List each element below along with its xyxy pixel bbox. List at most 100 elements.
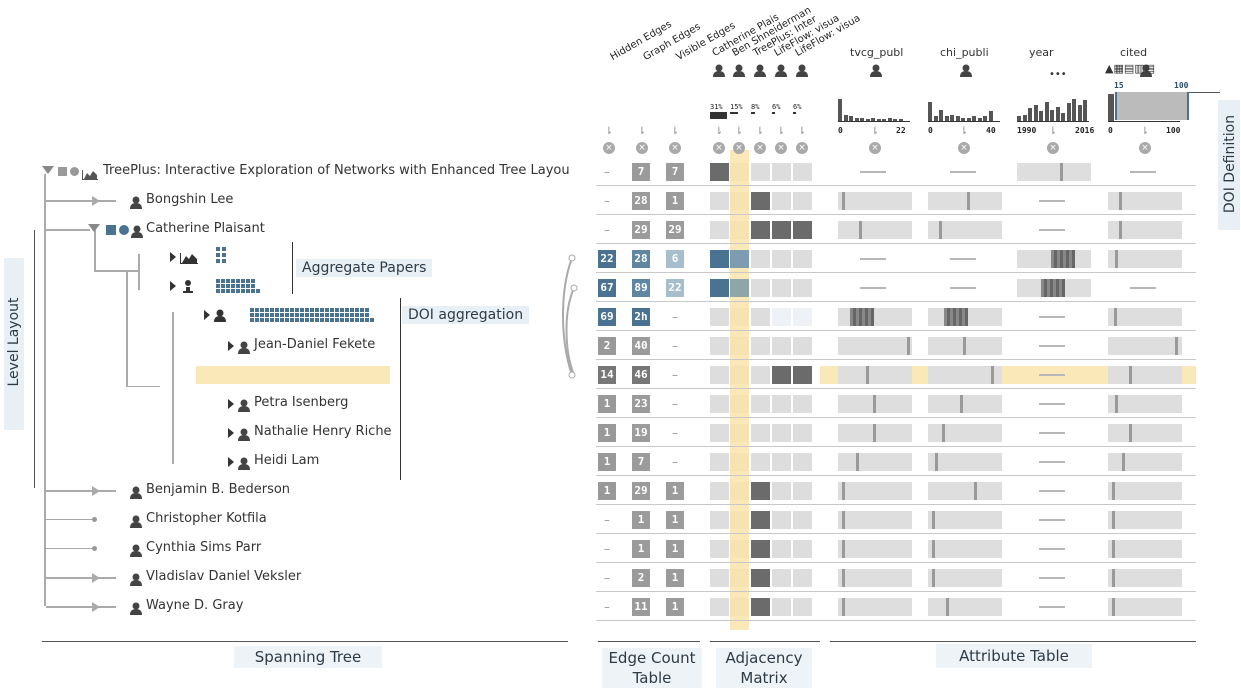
sort-icon[interactable]: ⇂ (1140, 126, 1150, 137)
matrix-cell[interactable] (772, 279, 791, 297)
matrix-cell[interactable] (772, 337, 791, 355)
matrix-cell[interactable] (793, 482, 812, 500)
tree-row[interactable]: Catherine Plaisant (0, 221, 560, 239)
attr-cell[interactable] (1108, 366, 1182, 384)
matrix-cell[interactable] (772, 598, 791, 616)
attr-cell[interactable] (1108, 395, 1182, 413)
sort-icon[interactable]: ⇂ (714, 126, 724, 137)
attr-cell[interactable] (838, 221, 912, 239)
attr-cell[interactable] (1108, 540, 1182, 558)
matrix-cell[interactable] (751, 163, 770, 181)
sort-icon[interactable]: ⇂ (776, 126, 786, 137)
remove-column-icon[interactable]: × (1139, 142, 1151, 154)
sort-icon[interactable]: ⇂ (604, 126, 614, 137)
matrix-cell[interactable] (772, 540, 791, 558)
sort-icon[interactable]: ⇂ (797, 126, 807, 137)
matrix-cell[interactable] (772, 308, 791, 326)
attr-cell[interactable] (838, 511, 912, 529)
matrix-cell[interactable] (793, 598, 812, 616)
remove-column-icon[interactable]: × (733, 142, 745, 154)
matrix-cell[interactable] (710, 337, 729, 355)
matrix-cell[interactable] (730, 192, 749, 210)
matrix-cell[interactable] (730, 279, 749, 297)
matrix-cell[interactable] (751, 337, 770, 355)
header-attr[interactable]: tvcg_publ (850, 46, 904, 59)
matrix-cell[interactable] (751, 540, 770, 558)
matrix-cell[interactable] (730, 163, 749, 181)
matrix-cell[interactable] (751, 453, 770, 471)
matrix-cell[interactable] (751, 192, 770, 210)
expand-triangle-icon[interactable] (170, 281, 176, 291)
matrix-cell[interactable] (710, 221, 729, 239)
tree-row[interactable]: Wayne D. Gray (0, 598, 560, 616)
remove-column-icon[interactable]: × (775, 142, 787, 154)
attr-cell[interactable] (928, 395, 1002, 413)
matrix-cell[interactable] (793, 453, 812, 471)
expand-triangle-icon[interactable] (170, 252, 176, 262)
matrix-cell[interactable] (793, 192, 812, 210)
tree-row[interactable]: Jean-Daniel Fekete (0, 337, 560, 355)
tree-row[interactable]: Nathalie Henry Riche (0, 424, 560, 442)
expand-triangle-icon[interactable] (228, 457, 234, 467)
attr-cell[interactable] (838, 337, 912, 355)
matrix-cell[interactable] (793, 250, 812, 268)
attr-cell[interactable] (1108, 308, 1182, 326)
sort-icon[interactable]: ⇂ (670, 126, 680, 137)
sort-icon[interactable]: ⇂ (870, 126, 880, 137)
expand-arrow-icon[interactable] (92, 602, 100, 612)
matrix-cell[interactable] (772, 511, 791, 529)
matrix-cell[interactable] (751, 308, 770, 326)
matrix-cell[interactable] (710, 279, 729, 297)
matrix-cell[interactable] (710, 598, 729, 616)
cited-doi-range[interactable] (1115, 92, 1189, 120)
matrix-cell[interactable] (730, 540, 749, 558)
attr-cell[interactable] (1108, 337, 1182, 355)
remove-column-icon[interactable]: × (869, 142, 881, 154)
matrix-cell[interactable] (710, 424, 729, 442)
expand-arrow-icon[interactable] (92, 573, 100, 583)
matrix-cell[interactable] (710, 569, 729, 587)
remove-column-icon[interactable]: × (713, 142, 725, 154)
matrix-cell[interactable] (710, 453, 729, 471)
attr-cell[interactable] (928, 366, 1002, 384)
matrix-cell[interactable] (772, 366, 791, 384)
matrix-cell[interactable] (793, 511, 812, 529)
matrix-cell[interactable] (793, 221, 812, 239)
matrix-cell[interactable] (730, 366, 749, 384)
tree-row[interactable]: Heidi Lam (0, 453, 560, 471)
matrix-cell[interactable] (730, 453, 749, 471)
attr-cell[interactable] (1017, 163, 1091, 181)
remove-column-icon[interactable]: × (636, 142, 648, 154)
attr-cell[interactable] (1108, 511, 1182, 529)
matrix-cell[interactable] (751, 598, 770, 616)
remove-column-icon[interactable]: × (796, 142, 808, 154)
remove-column-icon[interactable]: × (958, 142, 970, 154)
matrix-cell[interactable] (793, 163, 812, 181)
matrix-cell[interactable] (772, 482, 791, 500)
matrix-cell[interactable] (710, 192, 729, 210)
matrix-cell[interactable] (751, 395, 770, 413)
matrix-cell[interactable] (772, 163, 791, 181)
matrix-cell[interactable] (730, 250, 749, 268)
matrix-cell[interactable] (751, 250, 770, 268)
matrix-cell[interactable] (730, 482, 749, 500)
expand-triangle-icon[interactable] (204, 310, 210, 320)
attr-cell[interactable] (928, 192, 1002, 210)
header-attr[interactable]: year (1029, 46, 1054, 59)
attr-cell[interactable] (838, 192, 912, 210)
remove-column-icon[interactable]: × (754, 142, 766, 154)
tree-row[interactable]: Bongshin Lee (0, 192, 560, 210)
attr-cell[interactable] (1108, 424, 1182, 442)
tree-row[interactable]: Vladislav Daniel Veksler (0, 569, 560, 587)
attr-cell[interactable] (928, 424, 1002, 442)
attr-cell[interactable] (928, 598, 1002, 616)
sort-icon[interactable]: ⇂ (637, 126, 647, 137)
expand-triangle-icon[interactable] (228, 341, 234, 351)
matrix-cell[interactable] (710, 308, 729, 326)
matrix-cell[interactable] (793, 395, 812, 413)
attr-cell[interactable] (928, 511, 1002, 529)
expand-triangle-icon[interactable] (228, 428, 234, 438)
matrix-cell[interactable] (730, 424, 749, 442)
sort-icon[interactable]: ⇂ (959, 126, 969, 137)
matrix-cell[interactable] (793, 424, 812, 442)
